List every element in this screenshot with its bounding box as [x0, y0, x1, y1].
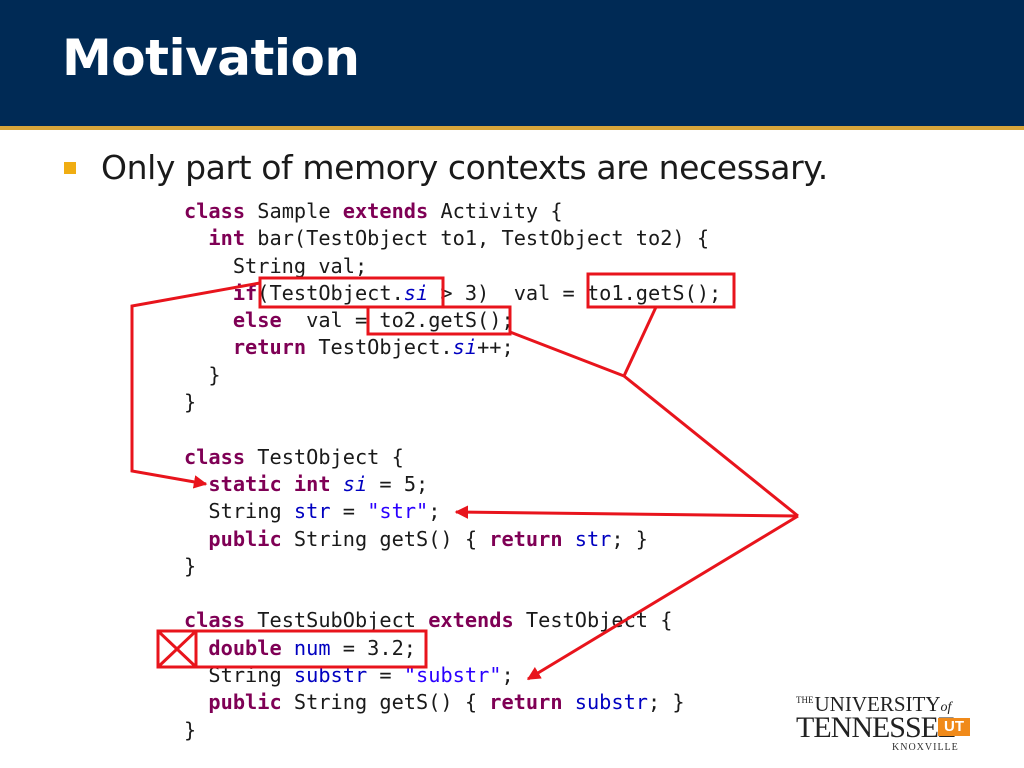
code-token: si [403, 280, 429, 305]
code-token: TestObject { [245, 444, 404, 469]
code-token: double [208, 635, 282, 660]
title-bar: Motivation [0, 0, 1024, 126]
code-token: extends [428, 608, 514, 633]
code-line: class TestSubObject extends TestObject { [184, 608, 672, 632]
code-line: double num = 3.2; [184, 636, 416, 660]
code-line: public String getS() { return substr; } [184, 690, 685, 715]
code-token: "str" [367, 499, 429, 524]
code-token [282, 636, 294, 660]
code-line: if(TestObject.si > 3) val = to1.getS(); [184, 281, 721, 305]
code-line: } [184, 362, 221, 387]
code-token: int [293, 471, 331, 496]
code-token [184, 472, 208, 496]
code-token: } [184, 362, 221, 387]
code-token: } [184, 717, 197, 742]
code-token: } [184, 390, 197, 415]
code-token: si [452, 335, 478, 360]
code-token: TestSubObject [245, 608, 429, 633]
code-token: String [184, 499, 294, 524]
code-token: public [208, 526, 282, 551]
code-token: = 3.2; [330, 635, 417, 660]
code-line: } [184, 390, 196, 414]
code-token: String val; [184, 253, 368, 278]
code-token [184, 335, 233, 359]
code-token: else [232, 308, 282, 333]
code-line: String str = "str"; [184, 499, 440, 523]
code-token: Activity { [428, 199, 563, 223]
code-token: ; [501, 663, 514, 688]
code-token: String [184, 663, 294, 688]
code-token: String getS() { [281, 526, 490, 551]
title-bar-rule [0, 126, 1024, 130]
code-token: (TestObject. [257, 280, 404, 305]
logo-tennessee: TENNESSEE [796, 711, 956, 744]
code-token: "substr" [403, 663, 502, 688]
code-token: substr [293, 663, 368, 688]
code-token: return [489, 526, 563, 551]
logo-university-line: THEUNIVERSITYof [796, 692, 952, 716]
code-token: ; [428, 499, 441, 524]
code-token: return [232, 335, 307, 360]
university-logo: THEUNIVERSITYof TENNESSEE UT KNOXVILLE [796, 694, 972, 754]
code-token [184, 636, 208, 660]
code-token: static [208, 471, 282, 496]
logo-ut-mark: UT [938, 718, 970, 736]
code-token: > 3) val = to1.getS(); [428, 280, 722, 305]
code-token: = [330, 499, 368, 524]
code-token [563, 527, 575, 551]
code-line: public String getS() { return str; } [184, 527, 648, 551]
code-token: int [208, 226, 246, 251]
code-token: class [184, 608, 246, 633]
code-token: str [293, 499, 331, 524]
code-token: substr [574, 690, 649, 715]
code-line: } [184, 554, 196, 578]
code-line: else val = to2.getS(); [184, 308, 514, 332]
code-token: ; } [611, 526, 649, 551]
code-line: static int si = 5; [184, 472, 428, 496]
code-token: bar(TestObject to1, TestObject to2) { [245, 226, 710, 251]
slide-title: Motivation [62, 29, 360, 87]
code-token: TestObject { [513, 608, 673, 633]
bullet-text: Only part of memory contexts are necessa… [101, 148, 828, 187]
code-token: public [208, 690, 282, 715]
code-token: ++; [477, 335, 514, 360]
code-line: String val; [184, 254, 367, 278]
code-line: String substr = "substr"; [184, 663, 514, 688]
code-token [563, 690, 575, 714]
code-token [184, 308, 233, 332]
code-token [184, 690, 208, 714]
code-token [184, 281, 233, 305]
code-token [184, 527, 208, 551]
code-token: = [367, 663, 404, 688]
code-token: num [293, 635, 331, 660]
code-token: Sample [245, 199, 343, 223]
code-token: si [342, 471, 368, 496]
code-token: if [232, 280, 258, 305]
bullet-square-icon [64, 162, 76, 174]
code-line: class TestObject { [184, 445, 404, 469]
code-line: class Sample extends Activity { [184, 199, 563, 223]
code-token: class [184, 444, 246, 469]
code-token: String getS() { [281, 690, 490, 715]
code-token: return [489, 690, 563, 715]
code-token [282, 472, 294, 496]
code-token: str [574, 526, 612, 551]
code-listing: class Sample extends Activity { int bar(… [184, 198, 721, 744]
code-token: = 5; [367, 471, 429, 496]
code-token: } [184, 553, 197, 578]
code-token: extends [342, 199, 429, 223]
code-token: class [184, 199, 246, 223]
logo-knoxville: KNOXVILLE [892, 742, 959, 753]
code-token [184, 226, 208, 250]
code-token [331, 472, 343, 496]
code-token: ; } [648, 690, 685, 715]
code-token: TestObject. [306, 335, 453, 360]
code-line: int bar(TestObject to1, TestObject to2) … [184, 226, 709, 250]
code-token: val = to2.getS(); [281, 308, 514, 333]
code-line: return TestObject.si++; [184, 335, 514, 359]
code-line: } [184, 718, 196, 742]
